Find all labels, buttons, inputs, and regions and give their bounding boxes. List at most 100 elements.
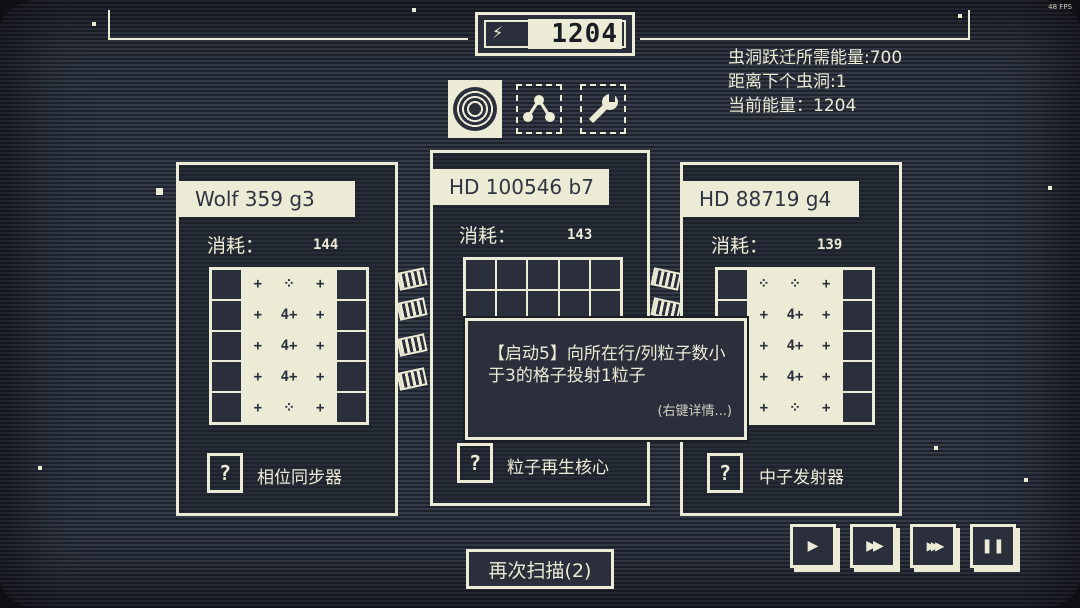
fps-counter: 48 FPS bbox=[1048, 3, 1072, 11]
tab-network[interactable] bbox=[512, 80, 566, 138]
nodes-icon bbox=[523, 95, 555, 122]
grid-cell[interactable] bbox=[336, 331, 366, 361]
grid-cell[interactable]: 4+ bbox=[780, 331, 810, 361]
grid-cell[interactable]: + bbox=[305, 270, 335, 299]
grid-cell[interactable] bbox=[559, 260, 589, 290]
star-dot bbox=[958, 14, 962, 18]
star-dot bbox=[38, 466, 42, 470]
item-name: 粒子再生核心 bbox=[507, 458, 609, 478]
grid-cell[interactable]: + bbox=[811, 393, 841, 422]
planet-name: HD 100546 b7 bbox=[433, 169, 609, 205]
grid-cell[interactable]: + bbox=[811, 270, 841, 299]
grid-cell[interactable] bbox=[590, 260, 620, 290]
tooltip-hint: (右键详情...) bbox=[657, 404, 732, 419]
grid-cell[interactable]: 4+ bbox=[274, 331, 304, 361]
unknown-item-icon: ? bbox=[707, 453, 743, 493]
grid-cell[interactable]: + bbox=[243, 362, 273, 392]
grid-cell[interactable] bbox=[466, 260, 496, 290]
grid-cell[interactable] bbox=[336, 300, 366, 330]
tab-tools[interactable] bbox=[576, 80, 630, 138]
pause-icon: ❚❚ bbox=[981, 538, 1005, 554]
rescan-button[interactable]: 再次扫描(2) bbox=[466, 549, 614, 589]
particle-grid[interactable]: +⁘++4+++4+++4+++⁘+ bbox=[209, 267, 369, 425]
grid-cell[interactable]: ⁘ bbox=[780, 393, 810, 422]
grid-cell[interactable]: ⁘ bbox=[749, 270, 779, 299]
wormhole-distance: 距离下个虫洞:1 bbox=[728, 72, 847, 92]
wrench-icon bbox=[588, 93, 618, 124]
grid-cell[interactable]: + bbox=[749, 331, 779, 361]
grid-cell[interactable] bbox=[212, 300, 242, 330]
faster-forward-button[interactable]: ▶▶▶ bbox=[910, 524, 956, 568]
grid-cell[interactable] bbox=[842, 331, 872, 361]
grid-cell[interactable] bbox=[212, 393, 242, 422]
top-right-rail-end bbox=[968, 10, 970, 40]
grid-cell[interactable]: 4+ bbox=[780, 362, 810, 392]
grid-cell[interactable] bbox=[718, 270, 748, 299]
tab-bracket bbox=[516, 84, 562, 134]
grid-cell[interactable]: + bbox=[749, 362, 779, 392]
planet-card-1[interactable]: Wolf 359 g3 消耗： 144 +⁘++4+++4+++4+++⁘+ ?… bbox=[176, 162, 398, 516]
planet-card-3[interactable]: HD 88719 g4 消耗： 139 ⁘⁘++4+++4+++4+++⁘+ ?… bbox=[680, 162, 902, 516]
grid-cell[interactable] bbox=[212, 362, 242, 392]
connector-stripe bbox=[396, 267, 428, 291]
connector-stripe bbox=[396, 367, 428, 391]
grid-cell[interactable] bbox=[590, 291, 620, 321]
grid-cell[interactable]: ⁘ bbox=[274, 270, 304, 299]
grid-cell[interactable]: + bbox=[305, 393, 335, 422]
tab-core[interactable] bbox=[448, 80, 502, 138]
grid-cell[interactable] bbox=[212, 270, 242, 299]
grid-cell[interactable] bbox=[497, 260, 527, 290]
item-tooltip: 【启动5】向所在行/列粒子数小于3的格子投射1粒子 (右键详情...) bbox=[465, 318, 747, 440]
connector-stripe bbox=[396, 297, 428, 321]
unknown-item-icon: ? bbox=[207, 453, 243, 493]
grid-cell[interactable]: + bbox=[305, 331, 335, 361]
faster-forward-icon: ▶▶▶ bbox=[926, 539, 945, 553]
play-button[interactable]: ▶ bbox=[790, 524, 836, 568]
cost-value: 139 bbox=[817, 237, 843, 253]
grid-cell[interactable] bbox=[336, 270, 366, 299]
grid-cell[interactable]: ⁘ bbox=[780, 270, 810, 299]
top-left-rail bbox=[108, 38, 468, 40]
grid-cell[interactable]: + bbox=[305, 362, 335, 392]
grid-cell[interactable]: + bbox=[811, 362, 841, 392]
grid-cell[interactable]: + bbox=[243, 270, 273, 299]
grid-cell[interactable]: + bbox=[305, 300, 335, 330]
current-energy: 当前能量：1204 bbox=[728, 96, 857, 116]
grid-cell[interactable]: ⁘ bbox=[274, 393, 304, 422]
grid-cell[interactable] bbox=[336, 362, 366, 392]
cost-value: 143 bbox=[567, 227, 593, 243]
star-dot bbox=[1048, 186, 1052, 190]
grid-cell[interactable] bbox=[842, 270, 872, 299]
fast-forward-button[interactable]: ▶▶ bbox=[850, 524, 896, 568]
energy-fill bbox=[528, 19, 622, 49]
grid-cell[interactable]: + bbox=[811, 331, 841, 361]
grid-cell[interactable] bbox=[528, 260, 558, 290]
pause-button[interactable]: ❚❚ bbox=[970, 524, 1016, 568]
grid-cell[interactable]: + bbox=[243, 300, 273, 330]
core-icon bbox=[453, 87, 497, 131]
grid-cell[interactable] bbox=[212, 331, 242, 361]
grid-cell[interactable]: 4+ bbox=[274, 362, 304, 392]
planet-name: HD 88719 g4 bbox=[683, 181, 859, 217]
energy-meter: ⚡ 1204 bbox=[475, 12, 635, 56]
grid-cell[interactable] bbox=[842, 393, 872, 422]
connector-stripe bbox=[650, 267, 682, 291]
grid-cell[interactable]: + bbox=[749, 393, 779, 422]
grid-cell[interactable]: + bbox=[243, 393, 273, 422]
grid-cell[interactable] bbox=[842, 300, 872, 330]
grid-cell[interactable] bbox=[336, 393, 366, 422]
grid-cell[interactable] bbox=[842, 362, 872, 392]
grid-cell[interactable]: + bbox=[243, 331, 273, 361]
star-dot bbox=[1024, 478, 1028, 482]
grid-cell[interactable]: 4+ bbox=[780, 300, 810, 330]
grid-cell[interactable] bbox=[528, 291, 558, 321]
grid-cell[interactable]: + bbox=[811, 300, 841, 330]
grid-cell[interactable]: 4+ bbox=[274, 300, 304, 330]
grid-cell[interactable] bbox=[559, 291, 589, 321]
item-name: 相位同步器 bbox=[257, 468, 342, 488]
grid-cell[interactable] bbox=[466, 291, 496, 321]
energy-value: 1204 bbox=[551, 19, 618, 49]
grid-cell[interactable]: + bbox=[749, 300, 779, 330]
grid-cell[interactable] bbox=[497, 291, 527, 321]
